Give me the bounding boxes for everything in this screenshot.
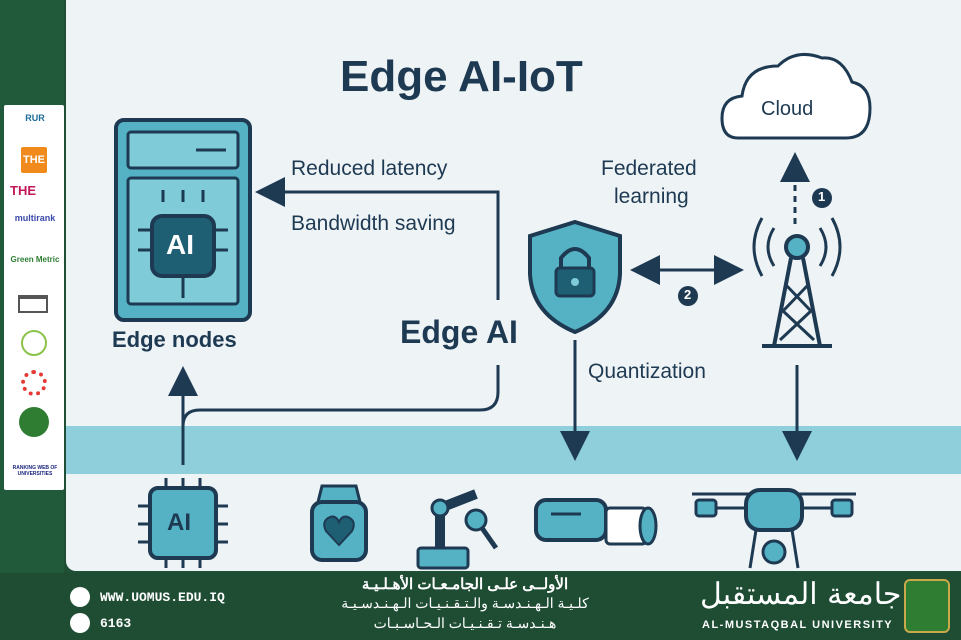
rank-multirank-logo: multirank xyxy=(14,213,56,223)
footer-bar: WWW.UOMUS.EDU.IQ 6163 الأولــى علـى الجا… xyxy=(0,573,961,640)
rank-union-logo xyxy=(19,407,49,437)
label-quantization: Quantization xyxy=(588,360,706,383)
university-english-name: AL-MUSTAQBAL UNIVERSITY xyxy=(702,619,894,631)
tower-icon xyxy=(752,217,842,348)
smartwatch-icon xyxy=(310,484,368,562)
diagram-panel: Edge AI-IoT Reduced latency Bandwidth sa… xyxy=(66,0,961,571)
chip-ai-text: AI xyxy=(167,509,191,536)
rank-rur-logo: RUR xyxy=(25,113,45,123)
label-cloud: Cloud xyxy=(761,98,814,120)
label-federated: Federated xyxy=(601,157,697,180)
label-reduced-latency: Reduced latency xyxy=(291,157,448,180)
footer-arabic-line3: هـنـدسـة تـقـنـيـات الـحـاسـبـات xyxy=(373,615,557,631)
label-bandwidth-saving: Bandwidth saving xyxy=(291,212,456,235)
rank-arab-logo xyxy=(21,330,47,356)
server-icon xyxy=(114,118,252,322)
camera-icon xyxy=(534,498,658,546)
rankings-strip: RUR THE THE multirank Green Metric RANKI… xyxy=(4,105,64,490)
rank-the-impact-logo: THE xyxy=(10,183,36,198)
step-1-badge xyxy=(812,188,832,208)
university-logo xyxy=(904,579,950,633)
ai-chip-icon xyxy=(138,478,228,568)
label-edge-nodes: Edge nodes xyxy=(112,327,237,352)
diagram-title: Edge AI-IoT xyxy=(340,52,583,101)
footer-arabic-line2: كلـيـة الـهـنـدسـة والـتـقـنـيـات الـهـن… xyxy=(341,595,589,611)
drone-icon xyxy=(692,488,856,569)
footer-phone[interactable]: 6163 xyxy=(100,616,132,631)
diagram-graphics xyxy=(114,52,872,570)
footer-arabic-line1: الأولــى علـى الجامـعـات الأهـلـيـة xyxy=(361,576,569,593)
rank-webometrics-logo: RANKING WEB OF UNIVERSITIES xyxy=(12,465,58,477)
rank-greenmetric-logo: Green Metric xyxy=(10,255,60,264)
step-2-text: 2 xyxy=(684,287,692,302)
rank-the-logo: THE xyxy=(21,147,47,173)
robot-arm-icon xyxy=(416,489,499,570)
university-arabic-name: جامعة المستقبل xyxy=(700,577,902,612)
label-edge-ai: Edge AI xyxy=(400,314,518,350)
label-learning: learning xyxy=(614,185,689,208)
phone-icon xyxy=(70,613,90,633)
footer-website[interactable]: WWW.UOMUS.EDU.IQ xyxy=(100,590,225,605)
step-2-badge xyxy=(678,286,698,306)
cloud-icon xyxy=(720,52,872,140)
globe-icon xyxy=(70,587,90,607)
rank-pillars-logo xyxy=(18,295,48,313)
shield-lock-icon xyxy=(528,219,622,335)
server-ai-text: AI xyxy=(166,229,194,260)
step-1-text: 1 xyxy=(818,189,826,204)
rank-sdg-logo xyxy=(21,370,47,396)
